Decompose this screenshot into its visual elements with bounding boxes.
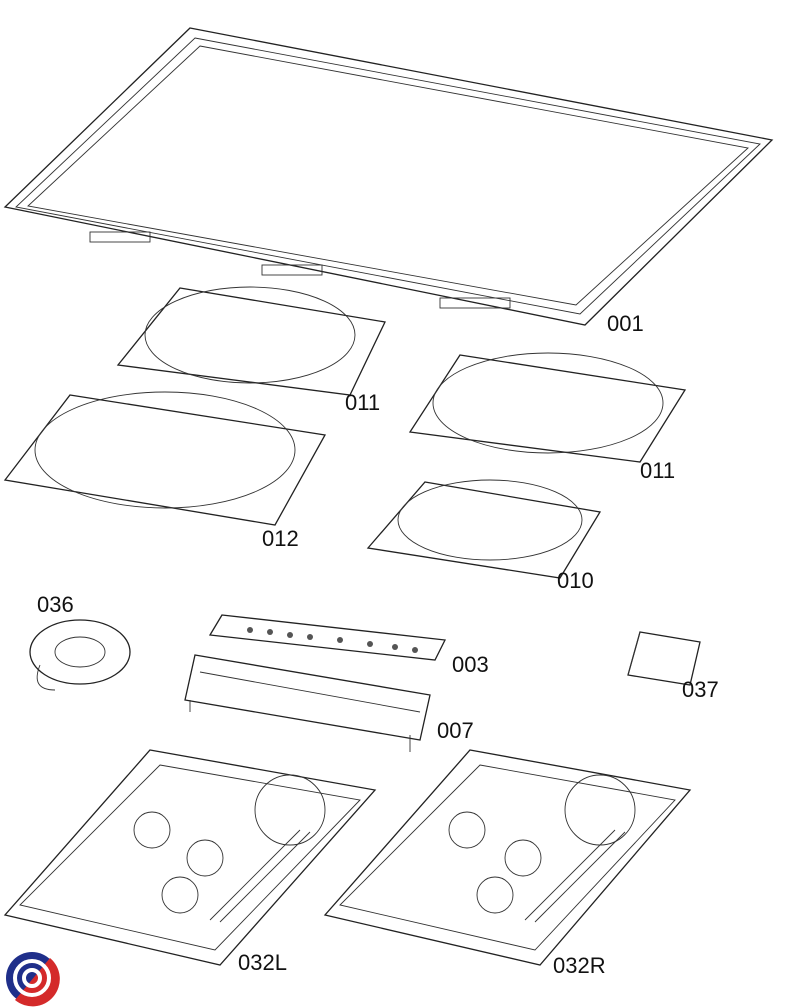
terminal-block-part (627, 631, 701, 686)
part-label-012: 012 (262, 526, 299, 551)
part-label-032L: 032L (238, 950, 287, 975)
part-label-007: 007 (437, 718, 474, 743)
power-board-right-part (323, 749, 692, 966)
coil-front-right-part (366, 479, 602, 579)
part-label-011-rear-right: 011 (640, 458, 676, 483)
part-label-003: 003 (452, 652, 489, 677)
brand-logo (6, 952, 60, 1007)
coil-rear-right-part (408, 352, 687, 463)
part-label-037: 037 (682, 677, 719, 702)
part-label-001: 001 (607, 311, 644, 336)
glass-top-part (3, 27, 774, 326)
control-board-part (208, 614, 446, 661)
part-label-011-rear-left: 011 (345, 390, 381, 415)
power-board-left-part (3, 749, 377, 966)
part-label-010: 010 (557, 568, 594, 593)
coil-front-left-part (3, 391, 327, 526)
part-label-036: 036 (37, 592, 74, 617)
fan-part (29, 619, 131, 691)
board-bracket-part (184, 654, 431, 752)
coil-rear-left-part (116, 286, 386, 396)
part-label-032R: 032R (553, 953, 606, 978)
